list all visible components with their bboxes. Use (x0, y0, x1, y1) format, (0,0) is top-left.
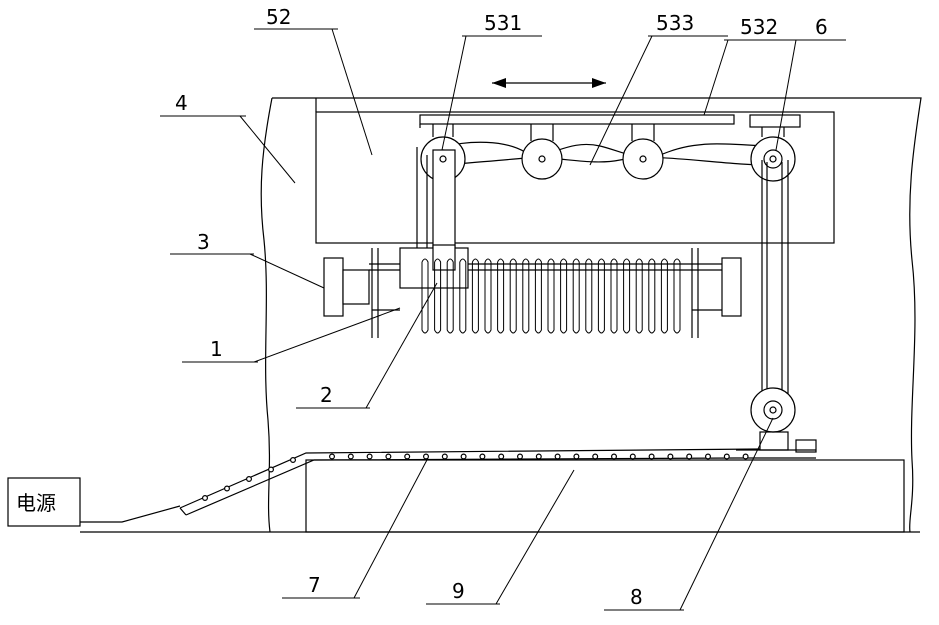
conveyor-roller-dot (347, 453, 354, 460)
label-3: 3 (197, 230, 210, 254)
conveyor-roller-dot (404, 453, 411, 460)
conveyor-roller-dot (592, 453, 599, 460)
label-532: 532 (740, 15, 778, 39)
coil-loop (446, 258, 454, 334)
label-4: 4 (175, 91, 188, 115)
motor-3 (323, 257, 344, 317)
conveyor-roller-dot (704, 453, 711, 460)
label-6: 6 (815, 15, 828, 39)
conveyor-roller-dot (629, 453, 636, 460)
coil-loop (572, 258, 580, 334)
coil-loop (434, 258, 442, 334)
label-52: 52 (266, 5, 291, 29)
conveyor-roller-dot (366, 453, 373, 460)
coil-loop (610, 258, 618, 334)
coil-loop (635, 258, 643, 334)
coil-loop (547, 258, 555, 334)
link-arm (416, 147, 456, 271)
shaft-assembly (323, 244, 742, 338)
conveyor-roller-dot (423, 453, 430, 460)
conveyor-roller-dot (385, 453, 392, 460)
coil-loop (534, 258, 542, 334)
box-52 (315, 98, 835, 244)
conveyor-roller-dot (460, 453, 467, 460)
leaders: 52 531 533 532 6 4 3 1 2 7 (160, 5, 846, 611)
coil-loop (509, 258, 517, 334)
coil-loop (560, 258, 568, 334)
conveyor-roller-dot (290, 457, 297, 464)
roller-middle-1 (521, 124, 563, 180)
label-8: 8 (630, 585, 643, 609)
conveyor-roller-dot (535, 453, 542, 460)
conveyor-roller-dot (246, 476, 253, 483)
coil-loop (421, 258, 429, 334)
coil-loop (497, 258, 505, 334)
frame-4 (260, 97, 922, 533)
heating-coils (421, 258, 681, 334)
conveyor-roller-dot (498, 453, 505, 460)
coil-loop (471, 258, 479, 334)
conveyor-roller-dot (268, 466, 275, 473)
wave-belt-533 (442, 141, 779, 166)
vertical-belt (761, 160, 789, 410)
conveyor-rollers (202, 453, 749, 502)
label-531: 531 (484, 11, 522, 35)
conveyor-roller-dot (648, 453, 655, 460)
coil-loop (673, 258, 681, 334)
coil-loop (597, 258, 605, 334)
motion-arrow (492, 78, 606, 88)
conveyor-roller-dot (610, 453, 617, 460)
label-7: 7 (308, 573, 321, 597)
conveyor-roller-dot (441, 453, 448, 460)
roller-middle-2 (622, 124, 664, 180)
conveyor-roller-dot (516, 453, 523, 460)
conveyor-roller-dot (224, 485, 231, 492)
label-1: 1 (210, 337, 223, 361)
coil-loop (459, 258, 467, 334)
rail-532 (419, 114, 801, 128)
label-533: 533 (656, 11, 694, 35)
coil-loop (484, 258, 492, 334)
conveyor-roller-dot (479, 453, 486, 460)
coil-loop (522, 258, 530, 334)
conveyor-roller-dot (573, 453, 580, 460)
conveyor-roller-dot (686, 453, 693, 460)
conveyor-roller-dot (202, 495, 209, 502)
power-supply: 电源 (7, 477, 181, 527)
coil-loop (648, 258, 656, 334)
conveyor-7 (179, 448, 761, 516)
rollers (420, 124, 796, 182)
conveyor-roller-dot (723, 453, 730, 460)
conveyor-roller-dot (667, 453, 674, 460)
label-9: 9 (452, 579, 465, 603)
roller-8 (736, 387, 817, 459)
conveyor-roller-dot (742, 453, 749, 460)
power-label: 电源 (16, 491, 56, 515)
coil-loop (585, 258, 593, 334)
conveyor-roller-dot (329, 453, 336, 460)
coil-loop (660, 258, 668, 334)
conveyor-roller-dot (554, 453, 561, 460)
coil-loop (623, 258, 631, 334)
label-2: 2 (320, 383, 333, 407)
base-9 (80, 459, 920, 533)
